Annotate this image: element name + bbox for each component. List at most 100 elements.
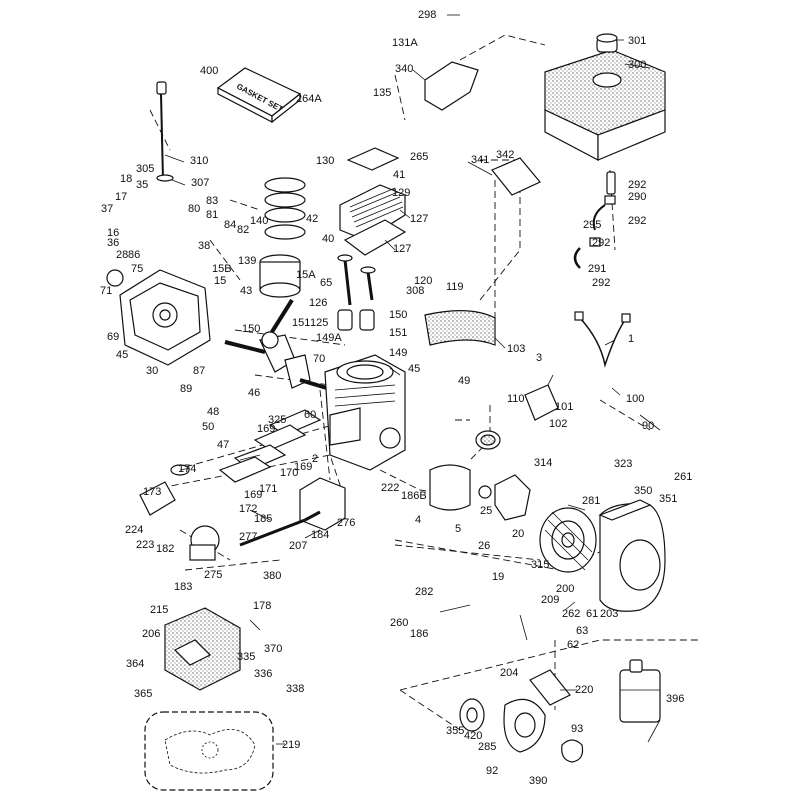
part-callout-340: 340: [395, 63, 413, 75]
part-callout-222: 222: [381, 482, 399, 494]
part-callout-310: 310: [190, 155, 208, 167]
starter-handle: [561, 739, 584, 763]
part-callout-149a: 149A: [316, 332, 342, 344]
part-callout-45: 45: [116, 349, 128, 361]
tank-bracket: [424, 61, 541, 196]
part-callout-69: 69: [107, 331, 119, 343]
part-callout-90: 90: [642, 420, 654, 432]
part-callout-3: 3: [536, 352, 542, 364]
part-callout-46: 46: [248, 387, 260, 399]
part-callout-260: 260: [390, 617, 408, 629]
part-callout-100: 100: [626, 393, 644, 405]
part-callout-323: 323: [614, 458, 632, 470]
part-callout-119: 119: [446, 281, 464, 293]
inset-detail: [144, 711, 274, 791]
part-callout-351: 351: [659, 493, 677, 505]
part-callout-36: 36: [107, 237, 119, 249]
part-callout-261: 261: [674, 471, 692, 483]
part-callout-86: 86: [128, 249, 140, 261]
primer-bulb: [475, 430, 501, 450]
part-callout-370: 370: [264, 643, 282, 655]
part-callout-262: 262: [562, 608, 580, 620]
cylinder-block: [324, 354, 406, 471]
part-callout-30: 30: [146, 365, 158, 377]
part-callout-204: 204: [500, 667, 518, 679]
part-callout-282: 282: [415, 586, 433, 598]
part-callout-101: 101: [555, 401, 573, 413]
part-callout-84: 84: [224, 219, 236, 231]
part-callout-307: 307: [191, 177, 209, 189]
part-callout-42: 42: [306, 213, 318, 225]
part-callout-291: 291: [588, 263, 606, 275]
part-callout-292: 292: [592, 237, 610, 249]
part-callout-70: 70: [313, 353, 325, 365]
part-callout-102: 102: [549, 418, 567, 430]
part-callout-65: 65: [320, 277, 332, 289]
part-callout-63: 63: [576, 625, 588, 637]
part-callout-292: 292: [628, 179, 646, 191]
part-callout-186b: 186B: [401, 490, 427, 502]
part-callout-15b: 15B: [212, 263, 232, 275]
part-callout-48: 48: [207, 406, 219, 418]
part-callout-400: 400: [200, 65, 218, 77]
part-callout-305: 305: [136, 163, 154, 175]
part-callout-125: 125: [310, 317, 328, 329]
part-callout-314: 314: [534, 457, 552, 469]
part-callout-71: 71: [100, 285, 112, 297]
part-callout-207: 207: [289, 540, 307, 552]
part-callout-129: 129: [392, 187, 410, 199]
part-callout-182: 182: [156, 543, 174, 555]
part-callout-298: 298: [418, 9, 436, 21]
part-callout-292: 292: [628, 215, 646, 227]
part-callout-350: 350: [634, 485, 652, 497]
piston: [259, 254, 301, 298]
part-callout-26: 26: [478, 540, 490, 552]
oil-bottle: [619, 659, 661, 723]
part-callout-224: 224: [125, 524, 143, 536]
part-callout-315: 315: [531, 559, 549, 571]
electric-starter: [164, 607, 241, 691]
part-callout-47: 47: [217, 439, 229, 451]
air-baffle: [424, 310, 496, 346]
part-callout-292: 292: [592, 277, 610, 289]
part-callout-185: 185: [254, 513, 272, 525]
part-callout-41: 41: [393, 169, 405, 181]
flywheel: [539, 507, 597, 573]
part-callout-82: 82: [237, 224, 249, 236]
part-callout-390: 390: [529, 775, 547, 787]
part-callout-151: 151: [389, 327, 407, 339]
part-callout-150: 150: [389, 309, 407, 321]
part-callout-301: 301: [628, 35, 646, 47]
part-callout-151: 151: [292, 317, 310, 329]
leader-lines: [164, 14, 661, 745]
part-callout-35: 35: [136, 179, 148, 191]
part-callout-308: 308: [406, 285, 424, 297]
carburetor: [139, 464, 220, 561]
part-callout-1: 1: [628, 333, 634, 345]
blower-housing: [598, 499, 666, 612]
part-callout-18: 18: [120, 173, 132, 185]
part-callout-220: 220: [575, 684, 593, 696]
part-callout-169: 169: [294, 461, 312, 473]
part-callout-37: 37: [101, 203, 113, 215]
part-callout-127: 127: [393, 243, 411, 255]
part-callout-15a: 15A: [296, 269, 316, 281]
part-callout-300: 300: [628, 59, 646, 71]
part-callout-206: 206: [142, 628, 160, 640]
part-callout-335: 335: [237, 651, 255, 663]
part-callout-265: 265: [410, 151, 428, 163]
part-callout-169: 169: [244, 489, 262, 501]
part-callout-355: 355: [446, 725, 464, 737]
part-callout-200: 200: [556, 583, 574, 595]
part-callout-61: 61: [586, 608, 598, 620]
dipstick: [156, 81, 174, 182]
part-callout-38: 38: [198, 240, 210, 252]
throttle-link: [239, 510, 321, 547]
part-callout-380: 380: [263, 570, 281, 582]
part-callout-110: 110: [507, 393, 525, 405]
ignition-coil: [478, 474, 531, 521]
part-callout-223: 223: [136, 539, 154, 551]
part-callout-19: 19: [492, 571, 504, 583]
piston-rings: [264, 177, 306, 240]
